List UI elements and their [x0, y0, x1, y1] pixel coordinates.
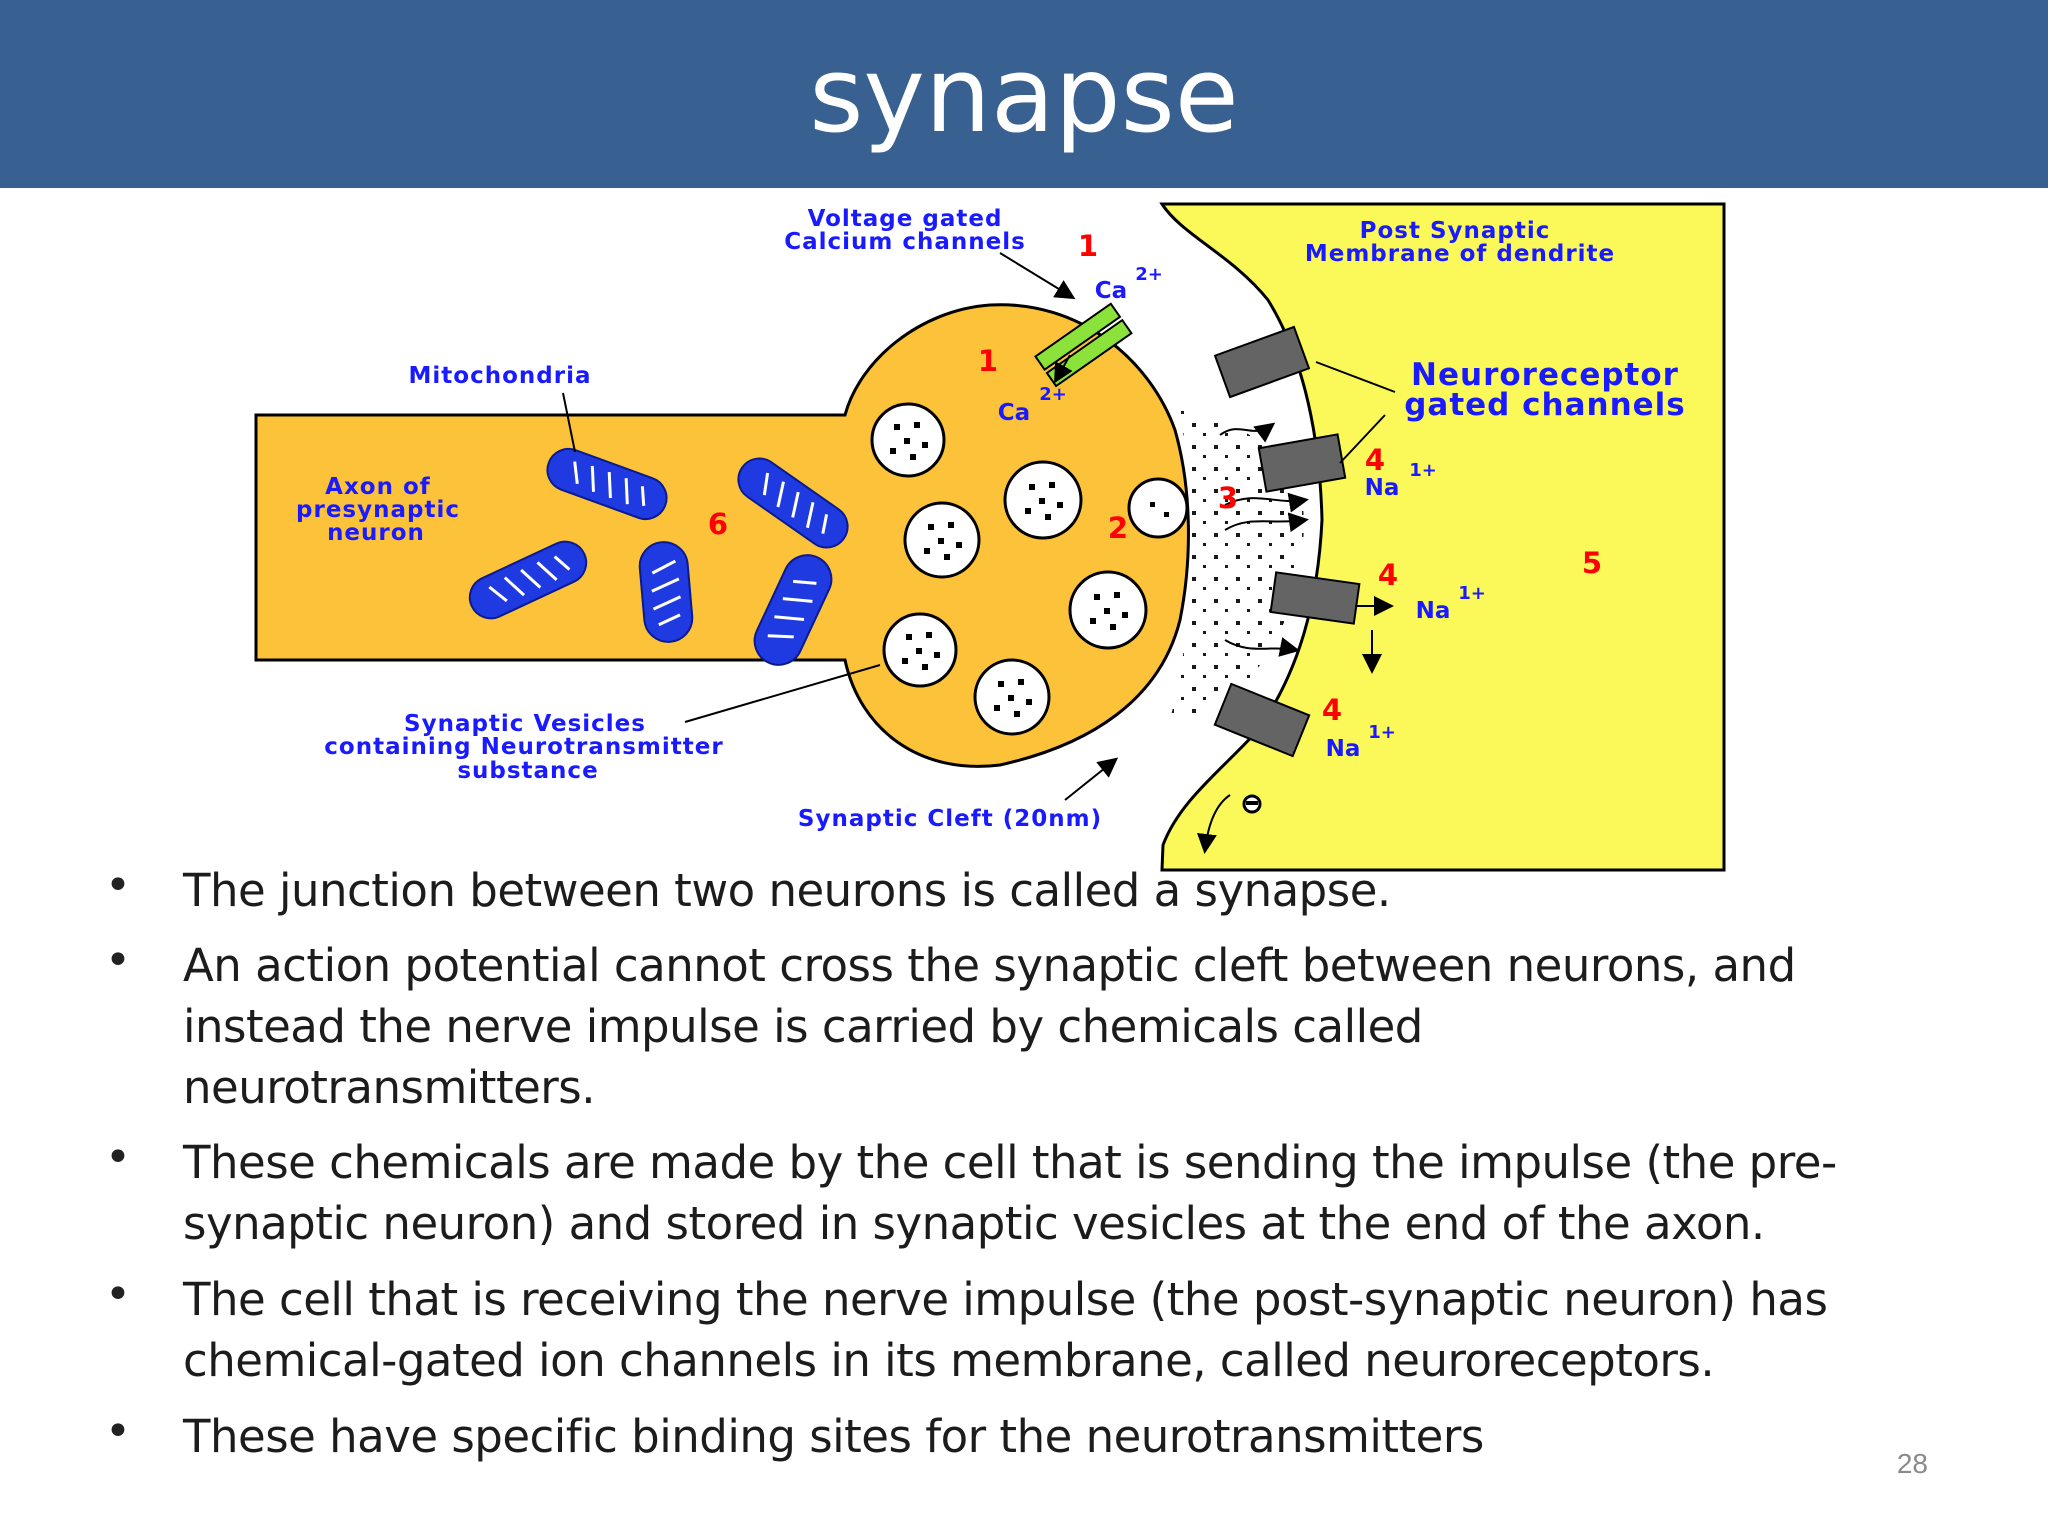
receptor-channel: [1213, 682, 1311, 758]
step-number-4: 4: [1378, 558, 1398, 592]
step-number-4: 4: [1322, 693, 1342, 727]
bullet-text: These chemicals are made by the cell tha…: [183, 1132, 1923, 1254]
bullet-marker: •: [105, 1132, 131, 1183]
bullet-marker: •: [105, 1406, 131, 1457]
bullet-marker: •: [105, 935, 131, 986]
title-bar: [0, 0, 2048, 188]
ion-sodium: Na: [1416, 598, 1451, 624]
vesicle-fusing: [1127, 477, 1189, 539]
mitochondrion: [737, 457, 849, 549]
ion-sodium: Na: [1365, 475, 1400, 501]
page-number: 28: [1896, 1448, 1928, 1479]
label-synaptic-cleft: Synaptic Cleft (20nm): [798, 806, 1102, 832]
synaptic-vesicles: [870, 402, 1189, 736]
synapse-diagram: Voltage gated Calcium channels Post Syna…: [254, 202, 1726, 872]
ion-sodium-charge: 1+: [1409, 460, 1437, 481]
ion-calcium-charge: 2+: [1039, 384, 1067, 405]
bullet-line: synaptic neuron) and stored in synaptic …: [183, 1197, 1765, 1250]
receptor-channel: [1257, 433, 1347, 493]
bullet-line: chemical-gated ion channels in its membr…: [183, 1334, 1715, 1387]
label-post-synaptic: Post Synaptic: [1360, 218, 1551, 244]
label-gated-channels: gated channels: [1404, 387, 1686, 423]
bullet-marker: •: [105, 1269, 131, 1320]
vesicle: [1068, 570, 1148, 650]
bullet-line: These chemicals are made by the cell tha…: [183, 1136, 1837, 1189]
ion-calcium-charge: 2+: [1135, 264, 1163, 285]
vesicle: [973, 658, 1051, 736]
ion-sodium-charge: 1+: [1458, 583, 1486, 604]
vesicle: [1003, 460, 1083, 540]
bullet-line: neurotransmitters.: [183, 1061, 596, 1114]
vesicle: [882, 612, 958, 688]
step-number-6: 6: [708, 507, 728, 541]
ion-calcium: Ca: [998, 400, 1030, 426]
mitochondrion: [638, 541, 694, 643]
bullet-text: The junction between two neurons is call…: [183, 860, 1923, 921]
ion-particle: [1246, 801, 1258, 805]
step-number-1: 1: [978, 344, 998, 378]
slide-title: synapse: [809, 34, 1239, 156]
neuroreceptor-channels: [1213, 325, 1361, 758]
mitochondrion: [753, 554, 833, 666]
label-voltage-gated: Voltage gated: [808, 206, 1003, 232]
bullet-line: instead the nerve impulse is carried by …: [183, 1000, 1423, 1053]
mitochondria-group: [468, 447, 849, 666]
ion-sodium-charge: 1+: [1368, 722, 1396, 743]
bullet-text: An action potential cannot cross the syn…: [183, 935, 1923, 1118]
ion-sodium: Na: [1326, 736, 1361, 762]
leader-lines: [562, 252, 1396, 854]
bullet-line: These have specific binding sites for th…: [183, 1410, 1484, 1463]
receptor-channel: [1269, 571, 1361, 625]
bullet-line: The cell that is receiving the nerve imp…: [183, 1273, 1828, 1326]
label-containing-neurotransmitter: containing Neurotransmitter: [324, 734, 723, 760]
label-membrane-dendrite: Membrane of dendrite: [1305, 241, 1615, 267]
mitochondrion: [468, 540, 588, 620]
mitochondrion: [546, 447, 668, 521]
step-number-1: 1: [1078, 229, 1098, 263]
ion-calcium: Ca: [1095, 278, 1127, 304]
receptor-channel: [1213, 325, 1311, 399]
vesicle: [870, 402, 946, 478]
label-synaptic-vesicles: Synaptic Vesicles: [404, 711, 646, 737]
label-presynaptic: presynaptic: [296, 497, 460, 523]
label-neuron: neuron: [327, 520, 425, 546]
label-neuroreceptor: Neuroreceptor: [1411, 357, 1679, 393]
bullet-line: The junction between two neurons is call…: [183, 864, 1391, 917]
label-substance: substance: [457, 758, 598, 784]
step-number-3: 3: [1218, 481, 1238, 515]
bullet-text: The cell that is receiving the nerve imp…: [183, 1269, 1923, 1391]
label-calcium-channels: Calcium channels: [784, 229, 1026, 255]
bullet-line: An action potential cannot cross the syn…: [183, 939, 1796, 992]
step-number-5: 5: [1582, 546, 1602, 580]
vesicle: [903, 501, 981, 579]
label-axon-of: Axon of: [325, 474, 431, 500]
bullet-marker: •: [105, 860, 131, 911]
label-mitochondria: Mitochondria: [409, 363, 592, 389]
step-number-4: 4: [1365, 443, 1385, 477]
bullet-text: These have specific binding sites for th…: [183, 1406, 1923, 1467]
step-number-2: 2: [1108, 511, 1128, 545]
